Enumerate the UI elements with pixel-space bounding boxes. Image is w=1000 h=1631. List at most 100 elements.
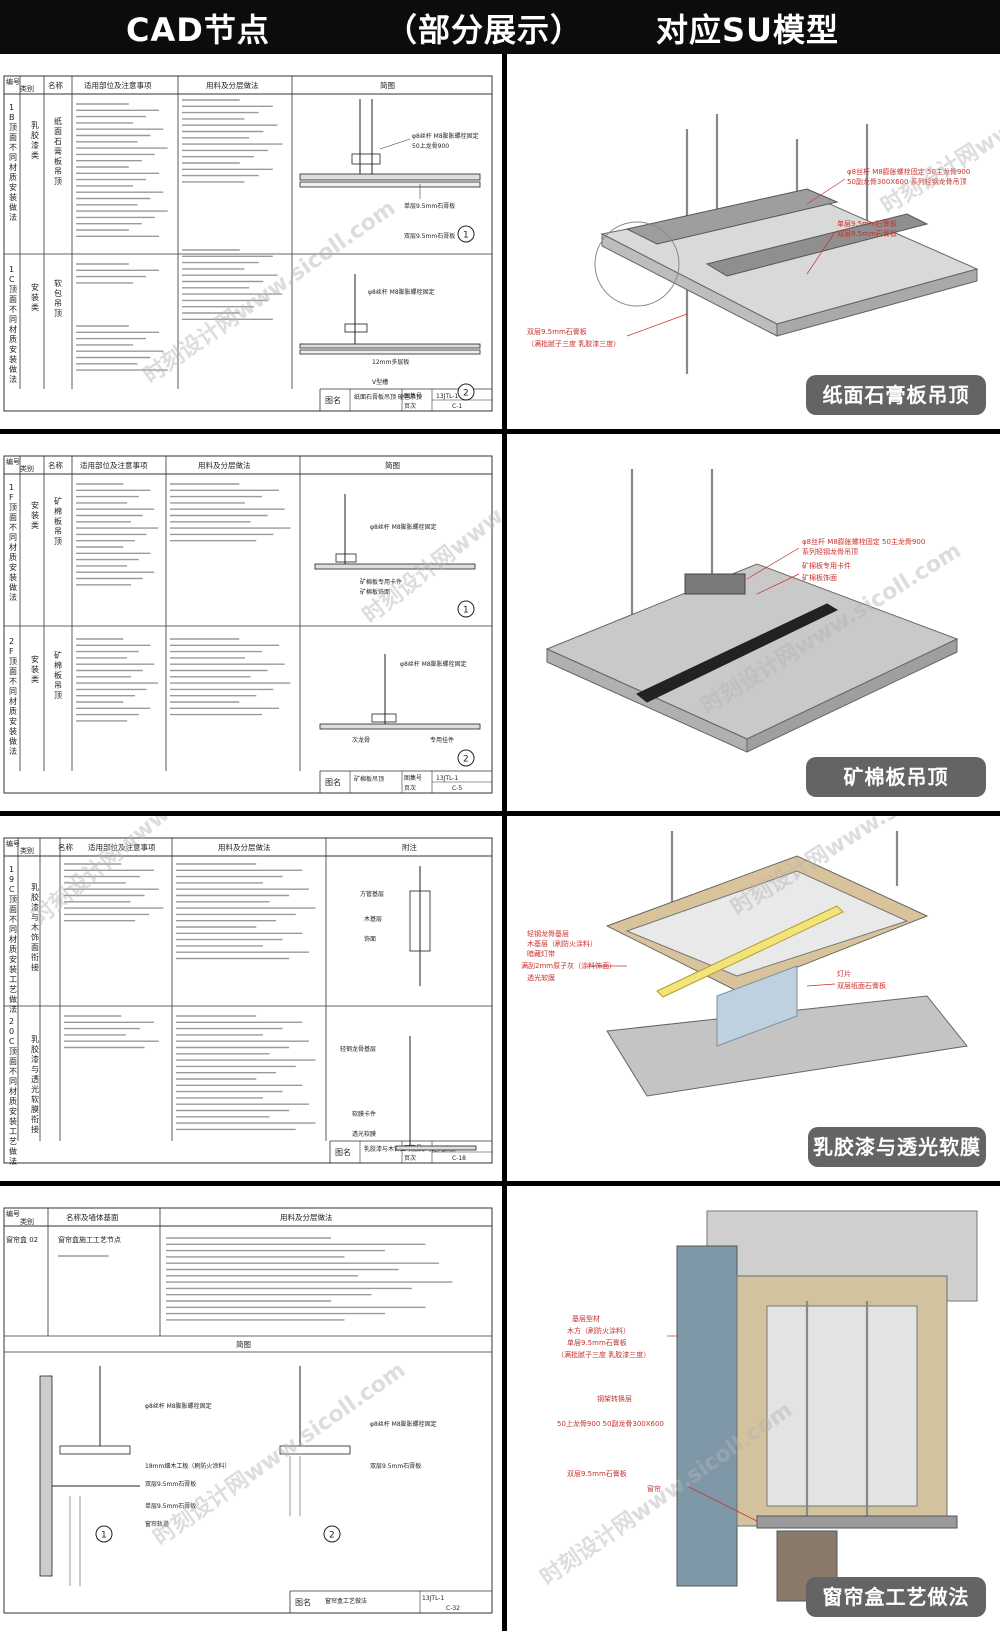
- badge-latex-film: 乳胶漆与透光软膜: [808, 1127, 986, 1167]
- detail-number-circle: [457, 600, 475, 618]
- title-block-sheet-label: 图集号: [404, 774, 422, 782]
- detail-number: 1: [463, 231, 469, 241]
- su-note-putty: （满批腻子三度 乳胶漆三度）: [527, 339, 620, 348]
- detail-number-circle: [323, 1525, 341, 1543]
- title-block-sheet-no: 13JTL-1: [436, 393, 458, 400]
- note-single-board: 单层9.5mm石膏板: [145, 1502, 196, 1510]
- header-diagram: 简图: [236, 1339, 251, 1349]
- header-name: 名称: [48, 80, 63, 90]
- note-hanger: φ8丝杆 M8膨胀螺栓固定: [145, 1402, 212, 1410]
- note-mineral-board: 矿棉板饰面: [360, 588, 390, 596]
- runner-section: [371, 713, 397, 723]
- su-note-putty: （满批腻子三度 乳胶漆三度）: [557, 1350, 650, 1359]
- title-block-sheet-no: 13JTL-1: [422, 1595, 444, 1602]
- note-single-board: 单层9.5mm石膏板: [404, 202, 455, 210]
- header-method: 用料及分层做法: [206, 80, 259, 90]
- row-category: 乳胶漆类: [31, 120, 39, 160]
- title-block-page-no: C-5: [452, 785, 462, 792]
- detail-number-circle: [95, 1525, 113, 1543]
- su-note-system: 系列轻钢龙骨吊顶: [802, 547, 858, 556]
- row-name: 窗帘盒施工工艺节点: [58, 1235, 121, 1244]
- su-note-runner: 50上龙骨900 50副龙骨300X600: [557, 1419, 664, 1428]
- title-block-sheet-no: 13JTL-1: [436, 775, 458, 782]
- annotation-leader: [806, 983, 836, 987]
- su-note-runner: 50副龙骨300X600 系列轻钢龙骨吊顶: [847, 177, 967, 186]
- note-hanger-2: φ8丝杆 M8膨胀螺栓固定: [400, 660, 467, 668]
- gypsum-board-section: [299, 173, 481, 181]
- t-grid-joint: [636, 603, 839, 703]
- mineral-board-section: [319, 723, 481, 730]
- film-frame: [625, 870, 909, 977]
- top-header-bar: CAD节点 （部分展示） 对应SU模型: [0, 0, 1000, 54]
- title-block-page-no: C-32: [446, 1605, 460, 1612]
- su-note-double-board: 双层9.5mm石膏板: [567, 1469, 627, 1478]
- detail-number: 2: [329, 1531, 335, 1541]
- su-model-latex: 轻钢龙骨基层木基层（刷防火涂料）暗藏灯带满刮2mm原子灰（涂料饰面）透光软膜灯片…: [521, 816, 996, 1097]
- header-category: 类别: [20, 464, 34, 473]
- watermark-cad-4: 时刻设计网www.sicoll.com: [149, 1357, 411, 1551]
- badge-mineral-wool-ceiling: 矿棉板吊顶: [806, 757, 986, 797]
- drawing-line: [379, 138, 411, 150]
- su-note-double-board: 双层9.5mm石膏板: [837, 229, 897, 238]
- header-category: 类别: [20, 846, 34, 855]
- su-note-board: 矿棉板饰面: [802, 573, 837, 582]
- detail-number: 2: [463, 389, 469, 399]
- su-panel-latex: 轻钢龙骨基层木基层（刷防火涂料）暗藏灯带满刮2mm原子灰（涂料饰面）透光软膜灯片…: [507, 816, 1000, 1181]
- detail-number: 2: [463, 755, 469, 765]
- note-tube-base: 方管基层: [360, 890, 384, 898]
- watermark-su-1: 时刻设计网www.sicoll.com: [876, 54, 1000, 219]
- title-block-name: 矿棉板吊顶: [354, 775, 384, 783]
- watermark-cad-2: 时刻设计网www.sicoll.com: [358, 434, 502, 629]
- badge-curtain-box: 窗帘盒工艺做法: [806, 1577, 986, 1617]
- row-name: 矿棉板吊顶: [54, 496, 62, 546]
- header-category: 类别: [20, 84, 34, 93]
- mineral-board-section: [314, 563, 476, 570]
- header-code: 编号: [6, 1209, 20, 1218]
- header-scope: 适用部位及注意事项: [84, 80, 152, 90]
- header-code: 编号: [6, 77, 20, 86]
- title-block-label: 图名: [325, 777, 341, 787]
- su-note-hanger: φ8丝杆 M8膨胀螺栓固定 50主龙骨900: [802, 537, 925, 546]
- header-category: 类别: [20, 1217, 34, 1226]
- row-code: 窗帘盒 02: [6, 1235, 38, 1244]
- su-model-title: 对应SU模型: [656, 11, 840, 49]
- header-method: 用料及分层做法: [218, 842, 271, 852]
- title-block-page-label: 页次: [404, 1154, 416, 1162]
- header-diagram: 简图: [380, 80, 395, 90]
- note-double-board: 双层9.5mm石膏板: [145, 1480, 196, 1488]
- note-film: 透光软膜: [352, 1130, 376, 1138]
- annotation-leader: [806, 178, 846, 205]
- gypsum-board-face: [766, 1305, 918, 1507]
- note-hanger-clip: 专用挂件: [430, 736, 454, 744]
- title-block-label: 图名: [335, 1147, 351, 1157]
- su-note-film: 透光软膜: [527, 973, 555, 982]
- title-block-page-no: C-1: [452, 403, 462, 410]
- note-hanger-2: φ8丝杆 M8膨胀螺栓固定: [368, 288, 435, 296]
- note-keel-base: 轻钢龙骨基层: [340, 1045, 376, 1053]
- board-section: [299, 349, 481, 355]
- su-note-putty: 满刮2mm原子灰（涂料饰面）: [521, 961, 616, 970]
- note-runner: 50上龙骨900: [412, 142, 449, 150]
- row-name: 软包吊顶: [54, 278, 62, 318]
- title-block-page-label: 页次: [404, 402, 416, 410]
- table-border: [3, 1207, 493, 1614]
- runner-section: [335, 553, 357, 563]
- row-category: 乳胶漆与透光软膜衔接: [31, 1034, 39, 1134]
- main-runner: [705, 213, 929, 277]
- su-note-clip: 矿棉板专用卡件: [802, 561, 851, 570]
- header-code: 编号: [6, 457, 20, 466]
- wood-base-section: [409, 890, 431, 952]
- su-note-wood: 木方（刷防火涂料）: [567, 1326, 630, 1335]
- watermark-cad-3: 时刻设计网www.sicoll.com: [27, 816, 274, 931]
- su-note-profile: 基层型材: [572, 1314, 600, 1323]
- main-runner: [625, 188, 839, 245]
